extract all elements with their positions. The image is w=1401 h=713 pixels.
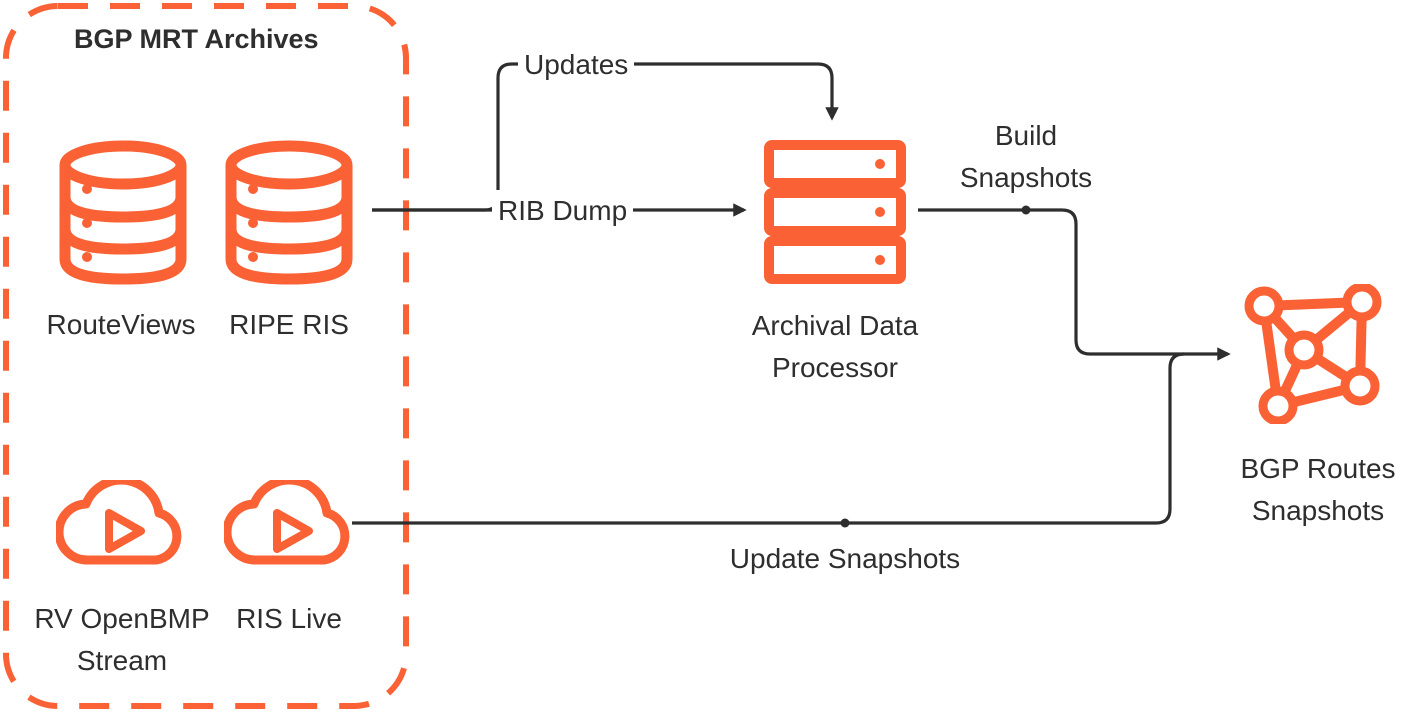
- rv-openbmp-label: RV OpenBMP Stream: [22, 598, 222, 682]
- ripe-ris-label: RIPE RIS: [229, 309, 349, 340]
- build-snapshots-connector: [918, 208, 1231, 361]
- cloud-play-icon: [56, 480, 182, 565]
- group-title: BGP MRT Archives: [74, 24, 319, 54]
- server-stack-icon: [764, 140, 906, 284]
- processor-label-line1: Archival Data: [751, 310, 919, 341]
- processor-label: Archival Data Processor: [725, 305, 945, 389]
- processor-label-line2: Processor: [771, 352, 899, 383]
- update-snapshots-edge-label: Update Snapshots: [729, 543, 961, 574]
- snapshots-label: BGP Routes Snapshots: [1218, 448, 1401, 532]
- routeviews-label: RouteViews: [46, 309, 196, 340]
- rv-openbmp-label-line2: Stream: [76, 645, 168, 676]
- cloud-play-icon: [224, 480, 350, 565]
- network-graph-icon: [1244, 284, 1382, 424]
- rib-dump-edge-label: RIB Dump: [492, 190, 634, 232]
- database-icon: [59, 140, 187, 285]
- rv-openbmp-label-line1: RV OpenBMP: [34, 603, 210, 634]
- snapshots-label-line1: BGP Routes: [1240, 453, 1396, 484]
- group-border: [3, 3, 409, 709]
- build-snapshots-edge-label-line2: Snapshots: [959, 162, 1093, 193]
- database-icon: [225, 140, 353, 285]
- snapshots-label-line2: Snapshots: [1251, 495, 1385, 526]
- build-snapshots-edge-label-line1: Build: [994, 120, 1058, 151]
- update-snapshots-connector: [352, 352, 1185, 525]
- build-snapshots-dot: [1021, 205, 1031, 215]
- build-snapshots-edge-label: Build Snapshots: [946, 115, 1106, 199]
- ris-live-label: RIS Live: [236, 603, 342, 634]
- update-snapshots-dot: [840, 518, 850, 528]
- updates-edge-label: Updates: [518, 44, 635, 86]
